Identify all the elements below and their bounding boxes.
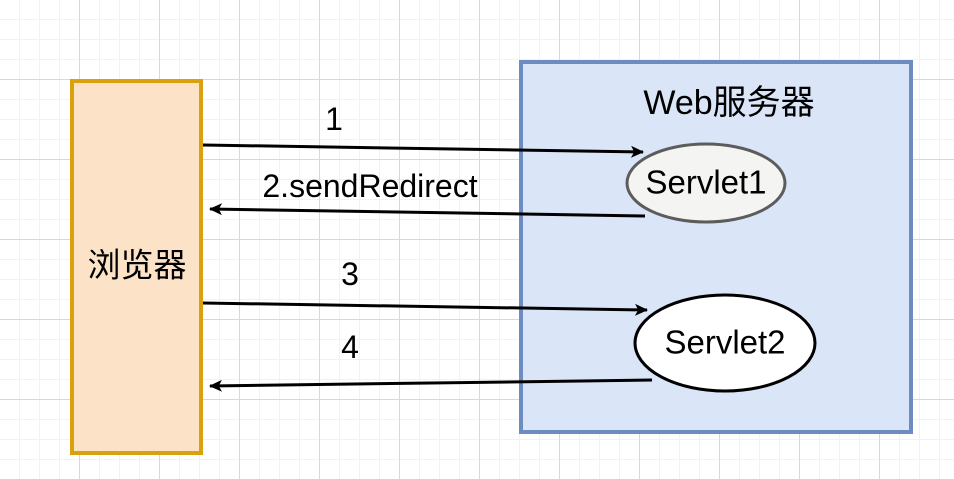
edge-response-2[interactable]: 2.sendRedirect (209, 168, 646, 218)
browser-box[interactable] (70, 79, 203, 455)
edge-4-line[interactable] (209, 378, 653, 392)
node-servlet2[interactable]: Servlet2 (633, 293, 817, 393)
servlet1-label: Servlet1 (645, 164, 766, 201)
edge-2-line[interactable] (209, 203, 646, 218)
servlet2-label: Servlet2 (664, 324, 785, 361)
edge-2-label: 2.sendRedirect (262, 168, 477, 204)
edge-3-label: 3 (341, 256, 359, 292)
node-browser[interactable]: 浏览器 (70, 79, 203, 455)
edge-1-label: 1 (325, 101, 343, 137)
webserver-label: Web服务器 (643, 84, 814, 122)
node-servlet1[interactable]: Servlet1 (625, 142, 787, 224)
servlet1-ellipse[interactable] (625, 142, 787, 224)
edge-response-4[interactable]: 4 (209, 329, 653, 392)
edge-request-3[interactable]: 3 (202, 256, 648, 316)
edge-1-line[interactable] (202, 143, 644, 158)
servlet2-ellipse[interactable] (633, 293, 817, 393)
edge-request-1[interactable]: 1 (202, 101, 644, 158)
edge-4-label: 4 (341, 329, 359, 365)
browser-label: 浏览器 (88, 247, 187, 284)
edge-3-line[interactable] (202, 301, 648, 316)
